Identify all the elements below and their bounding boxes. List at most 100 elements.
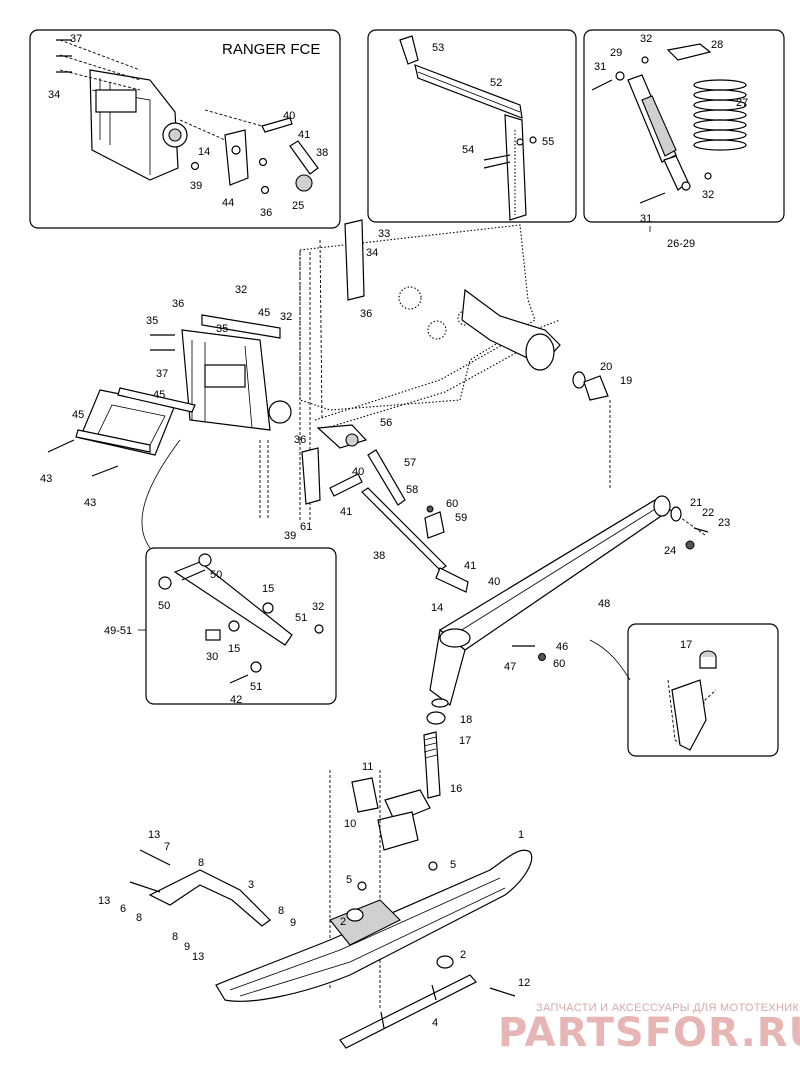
steering-linkage <box>316 424 469 593</box>
callout-31: 31 <box>594 61 606 73</box>
callout-34: 34 <box>366 247 378 259</box>
callout-32: 32 <box>280 311 292 323</box>
callout-12: 12 <box>518 977 530 989</box>
callout-1: 1 <box>518 829 524 841</box>
chassis-frame <box>259 224 561 520</box>
callout-17: 17 <box>680 639 692 651</box>
callout-36: 36 <box>172 298 184 310</box>
callout-3: 3 <box>248 879 254 891</box>
callout-37: 37 <box>156 368 168 380</box>
callout-13: 13 <box>192 951 204 963</box>
callout-43: 43 <box>84 497 96 509</box>
callout-9: 9 <box>290 917 296 929</box>
diagram-title: RANGER FCE <box>222 41 320 58</box>
callout-18: 18 <box>460 714 472 726</box>
callout-39: 39 <box>190 180 202 192</box>
callout-56: 56 <box>380 417 392 429</box>
callout-39: 39 <box>284 530 296 542</box>
callout-45: 45 <box>153 389 165 401</box>
callout-14: 14 <box>431 602 443 614</box>
callout-33: 33 <box>378 228 390 240</box>
trailing-arm <box>429 400 709 707</box>
callout-32: 32 <box>312 601 324 613</box>
steering-column-assembly <box>399 35 537 221</box>
callout-50: 50 <box>210 569 222 581</box>
callout-10: 10 <box>344 818 356 830</box>
watermark-logo: PARTSFOR.RU <box>498 1010 800 1056</box>
callout-25: 25 <box>292 200 304 212</box>
callout-8: 8 <box>172 931 178 943</box>
callout-2: 2 <box>460 949 466 961</box>
callout-53: 53 <box>432 42 444 54</box>
callout-34: 34 <box>48 89 60 101</box>
callout-24: 24 <box>664 545 676 557</box>
callout-11: 11 <box>362 761 373 773</box>
callout-4: 4 <box>432 1017 438 1029</box>
callout-51: 51 <box>295 612 307 624</box>
inset-shock-absorber <box>583 29 785 223</box>
ski-spindle <box>329 698 449 1010</box>
callout-19: 19 <box>620 375 632 387</box>
washer-20 <box>572 371 586 389</box>
callout-41: 41 <box>464 560 476 572</box>
callout-8: 8 <box>198 857 204 869</box>
callout-41: 41 <box>340 506 352 518</box>
leader-to-bushing-inset <box>589 639 631 681</box>
inset-ranger-fce <box>29 29 341 229</box>
group-label-26-29: 26-29 <box>667 238 695 250</box>
callout-16: 16 <box>450 783 462 795</box>
callout-47: 47 <box>504 661 516 673</box>
leader-to-inset <box>141 439 181 549</box>
callout-59: 59 <box>455 512 467 524</box>
callout-60: 60 <box>446 498 458 510</box>
callout-45: 45 <box>72 409 84 421</box>
callout-6: 6 <box>120 903 126 915</box>
callout-41: 41 <box>298 129 310 141</box>
callout-46: 46 <box>556 641 568 653</box>
callout-20: 20 <box>600 361 612 373</box>
callout-27: 27 <box>736 97 748 109</box>
callout-55: 55 <box>542 136 554 148</box>
callout-28: 28 <box>711 39 723 51</box>
spring-coil <box>693 79 747 151</box>
callout-42: 42 <box>230 694 242 706</box>
callout-32: 32 <box>640 33 652 45</box>
callout-60: 60 <box>553 658 565 670</box>
callout-35: 35 <box>146 315 158 327</box>
callout-38: 38 <box>373 550 385 562</box>
callout-7: 7 <box>164 841 170 853</box>
callout-43: 43 <box>40 473 52 485</box>
callout-35: 35 <box>216 323 228 335</box>
callout-23: 23 <box>718 517 730 529</box>
callout-37: 37 <box>70 33 82 45</box>
left-mount-bracket <box>47 314 321 505</box>
shock-absorber-assembly <box>591 43 747 204</box>
inset-steering-column <box>367 29 577 223</box>
callout-51: 51 <box>250 681 262 693</box>
callout-22: 22 <box>702 507 714 519</box>
callout-57: 57 <box>404 457 416 469</box>
group-label-49-51: 49-51 <box>104 625 132 637</box>
inset-radius-rod <box>145 547 337 705</box>
callout-40: 40 <box>283 110 295 122</box>
callout-40: 40 <box>488 576 500 588</box>
callout-40: 40 <box>352 466 364 478</box>
radius-rod-assembly <box>158 553 324 684</box>
callout-58: 58 <box>406 484 418 496</box>
callout-36: 36 <box>260 207 272 219</box>
callout-15: 15 <box>228 643 240 655</box>
bushing-19 <box>583 375 609 401</box>
callout-5: 5 <box>450 859 456 871</box>
callout-9: 9 <box>184 941 190 953</box>
callout-45: 45 <box>258 307 270 319</box>
callout-13: 13 <box>98 895 110 907</box>
callout-15: 15 <box>262 583 274 595</box>
callout-50: 50 <box>158 600 170 612</box>
ski <box>129 849 533 1049</box>
callout-13: 13 <box>148 829 160 841</box>
callout-29: 29 <box>610 47 622 59</box>
inset-bushing <box>627 623 779 757</box>
callout-21: 21 <box>690 497 702 509</box>
